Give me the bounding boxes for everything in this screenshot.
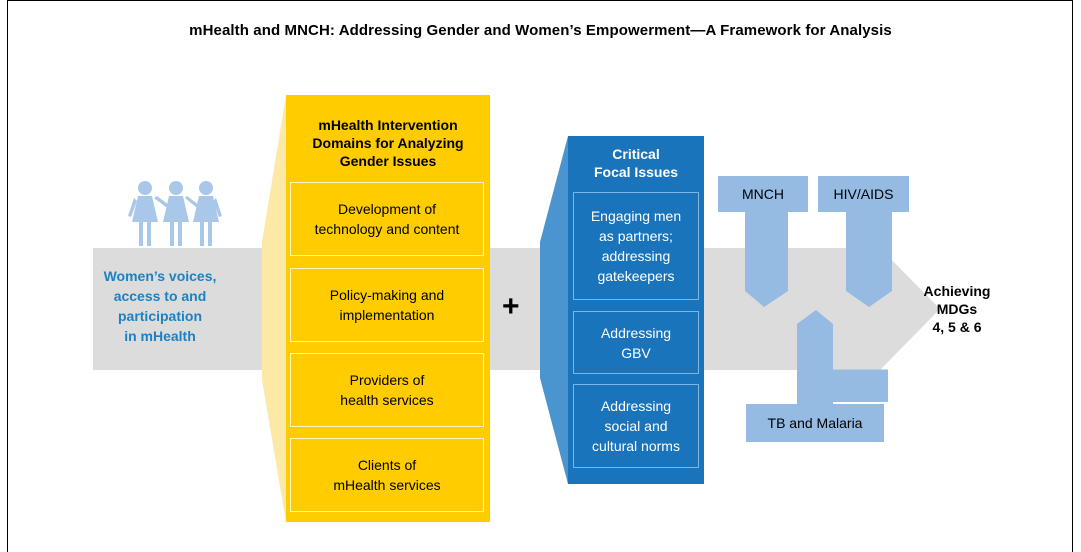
- mnch-arrow: [718, 176, 808, 307]
- yellow-wedge: [262, 95, 286, 522]
- hiv-arrow: [818, 176, 909, 307]
- domains-heading: mHealth Intervention Domains for Analyzi…: [312, 117, 464, 169]
- blue-wedge: [540, 136, 568, 484]
- tb-arrow: [746, 310, 888, 442]
- domains-panel: [286, 95, 490, 522]
- focal-box-social-norms: Addressing social and cultural norms: [573, 384, 699, 468]
- achieving-mdgs-label: Achieving MDGs 4, 5 & 6: [923, 283, 991, 335]
- focal-heading: Critical Focal Issues: [593, 146, 679, 180]
- focal-box-engaging-men: Engaging men as partners; addressing gat…: [573, 192, 699, 300]
- page-title: mHealth and MNCH: Addressing Gender and …: [189, 22, 892, 39]
- hiv-aids-label: HIV/AIDS: [833, 186, 894, 202]
- plus-sign: +: [502, 290, 520, 323]
- figure-frame: [7, 0, 1073, 552]
- womens-voices-label: Women’s voices, access to and participat…: [103, 268, 217, 344]
- tb-malaria-label: TB and Malaria: [767, 415, 863, 431]
- focal-panel: [568, 136, 704, 484]
- focal-box-gbv: Addressing GBV: [573, 311, 699, 374]
- mnch-label: MNCH: [742, 186, 784, 202]
- three-women-holding-hands-icon: [128, 181, 222, 246]
